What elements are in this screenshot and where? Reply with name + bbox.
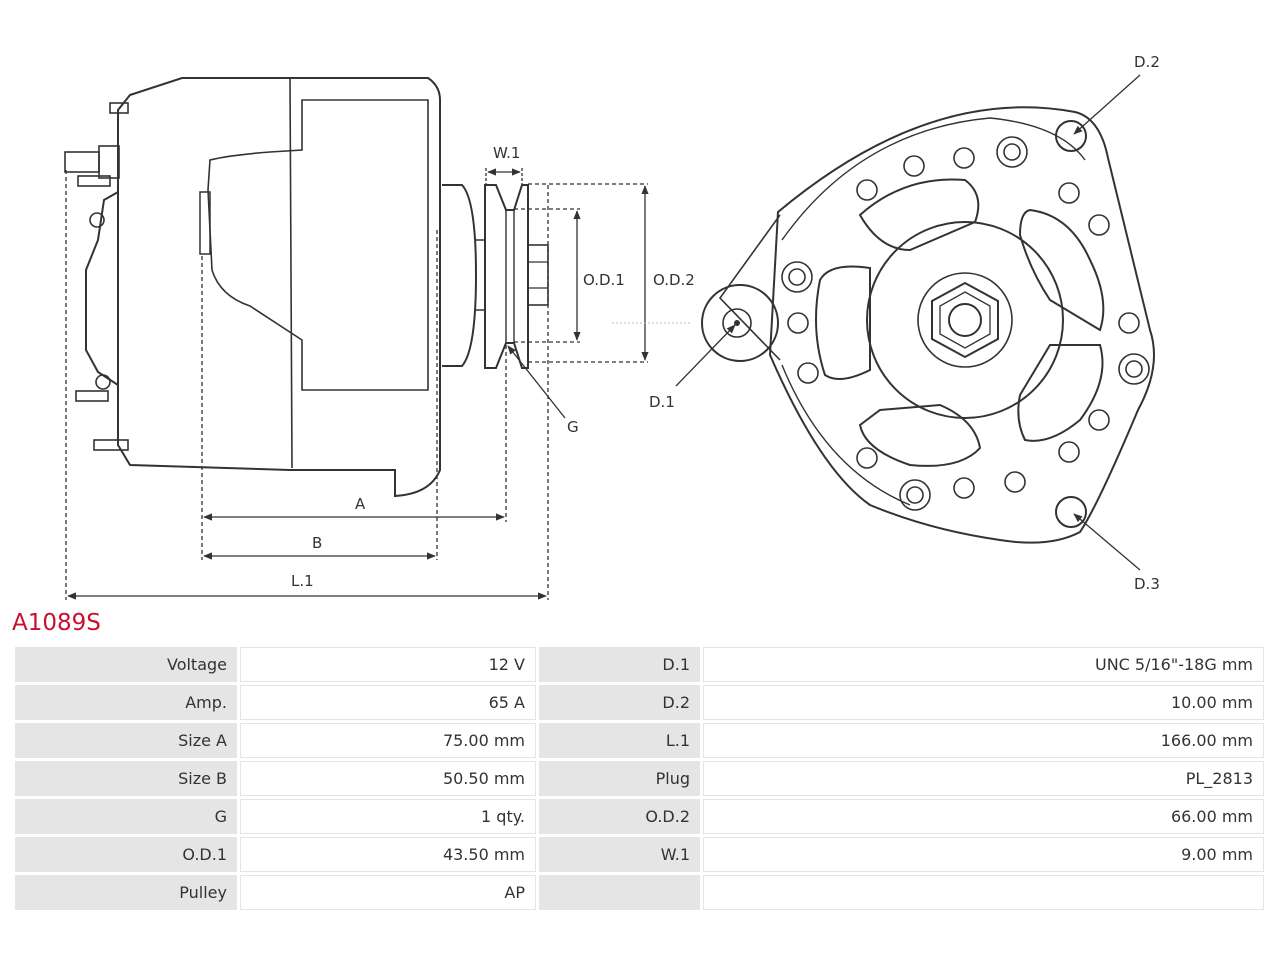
cooling-slot bbox=[1018, 208, 1105, 332]
mount-ear-triangle bbox=[718, 214, 781, 361]
part-number-title: A1089S bbox=[12, 610, 101, 636]
d3-hole bbox=[1055, 496, 1087, 528]
cooling-slot bbox=[858, 178, 980, 252]
spec-value: UNC 5/16"-18G mm bbox=[703, 647, 1264, 682]
table-row: Size A 75.00 mm L.1 166.00 mm bbox=[15, 723, 1264, 758]
od2-label: O.D.2 bbox=[653, 271, 695, 289]
spec-label: D.2 bbox=[539, 685, 700, 720]
spec-value: PL_2813 bbox=[703, 761, 1264, 796]
shaft-nut bbox=[931, 281, 999, 359]
table-row: Voltage 12 V D.1 UNC 5/16"-18G mm bbox=[15, 647, 1264, 682]
spec-value: 12 V bbox=[240, 647, 536, 682]
d1-label: D.1 bbox=[649, 393, 675, 411]
w1-label: W.1 bbox=[493, 144, 520, 162]
d2-leader-line bbox=[1073, 74, 1141, 135]
spec-label: Voltage bbox=[15, 647, 237, 682]
pulley-nut bbox=[527, 244, 549, 306]
spec-label: D.1 bbox=[539, 647, 700, 682]
rear-terminal-block bbox=[85, 191, 119, 386]
alternator-front-view bbox=[701, 106, 1155, 544]
table-row: G 1 qty. O.D.2 66.00 mm bbox=[15, 799, 1264, 834]
spec-value: 75.00 mm bbox=[240, 723, 536, 758]
spec-label: O.D.1 bbox=[15, 837, 237, 872]
spec-label bbox=[539, 875, 700, 910]
front-leader-lines bbox=[612, 74, 1141, 571]
table-row: Pulley AP bbox=[15, 875, 1264, 910]
spec-label: Plug bbox=[539, 761, 700, 796]
spec-value: 50.50 mm bbox=[240, 761, 536, 796]
spec-label: Amp. bbox=[15, 685, 237, 720]
shaft bbox=[948, 303, 982, 337]
spec-value: 1 qty. bbox=[240, 799, 536, 834]
d2-label: D.2 bbox=[1134, 53, 1160, 71]
g-leader-line bbox=[507, 345, 566, 419]
cooling-slot bbox=[858, 403, 982, 467]
d2-hole bbox=[1055, 120, 1087, 152]
d1-leader-line bbox=[675, 324, 736, 387]
spec-label: Size A bbox=[15, 723, 237, 758]
table-row: Size B 50.50 mm Plug PL_2813 bbox=[15, 761, 1264, 796]
front-bearing-boss bbox=[442, 184, 478, 367]
front-bearing-hub bbox=[866, 221, 1064, 419]
cooling-slot bbox=[1017, 344, 1104, 442]
spec-value: 66.00 mm bbox=[703, 799, 1264, 834]
od1-label: O.D.1 bbox=[583, 271, 625, 289]
d1-mount-ear bbox=[701, 284, 779, 362]
cooling-slot bbox=[815, 265, 871, 380]
spec-value: 166.00 mm bbox=[703, 723, 1264, 758]
spec-value bbox=[703, 875, 1264, 910]
d3-leader-line bbox=[1073, 513, 1141, 571]
spec-value: 65 A bbox=[240, 685, 536, 720]
spec-value: 9.00 mm bbox=[703, 837, 1264, 872]
spec-value: 10.00 mm bbox=[703, 685, 1264, 720]
alternator-housing bbox=[117, 77, 441, 498]
spec-label: Size B bbox=[15, 761, 237, 796]
alternator-technical-drawing: W.1 O.D.1 O.D.2 G A B L.1 bbox=[64, 53, 1160, 600]
table-row: Amp. 65 A D.2 10.00 mm bbox=[15, 685, 1264, 720]
side-dimension-lines bbox=[65, 168, 649, 600]
housing-screws bbox=[781, 136, 1150, 511]
housing-holes bbox=[787, 147, 1140, 499]
spec-label: G bbox=[15, 799, 237, 834]
l1-label: L.1 bbox=[291, 572, 314, 590]
table-row: O.D.1 43.50 mm W.1 9.00 mm bbox=[15, 837, 1264, 872]
alternator-side-view bbox=[64, 77, 549, 498]
spec-label: O.D.2 bbox=[539, 799, 700, 834]
spec-label: W.1 bbox=[539, 837, 700, 872]
spec-label: L.1 bbox=[539, 723, 700, 758]
b-label: B bbox=[312, 534, 322, 552]
specifications-table: Voltage 12 V D.1 UNC 5/16"-18G mm Amp. 6… bbox=[12, 644, 1267, 913]
a-label: A bbox=[355, 495, 366, 513]
g-label: G bbox=[567, 418, 579, 436]
spec-value: 43.50 mm bbox=[240, 837, 536, 872]
front-housing-outline bbox=[768, 106, 1155, 544]
spec-label: Pulley bbox=[15, 875, 237, 910]
spec-value: AP bbox=[240, 875, 536, 910]
regulator-cover bbox=[207, 99, 429, 391]
d3-label: D.3 bbox=[1134, 575, 1160, 593]
